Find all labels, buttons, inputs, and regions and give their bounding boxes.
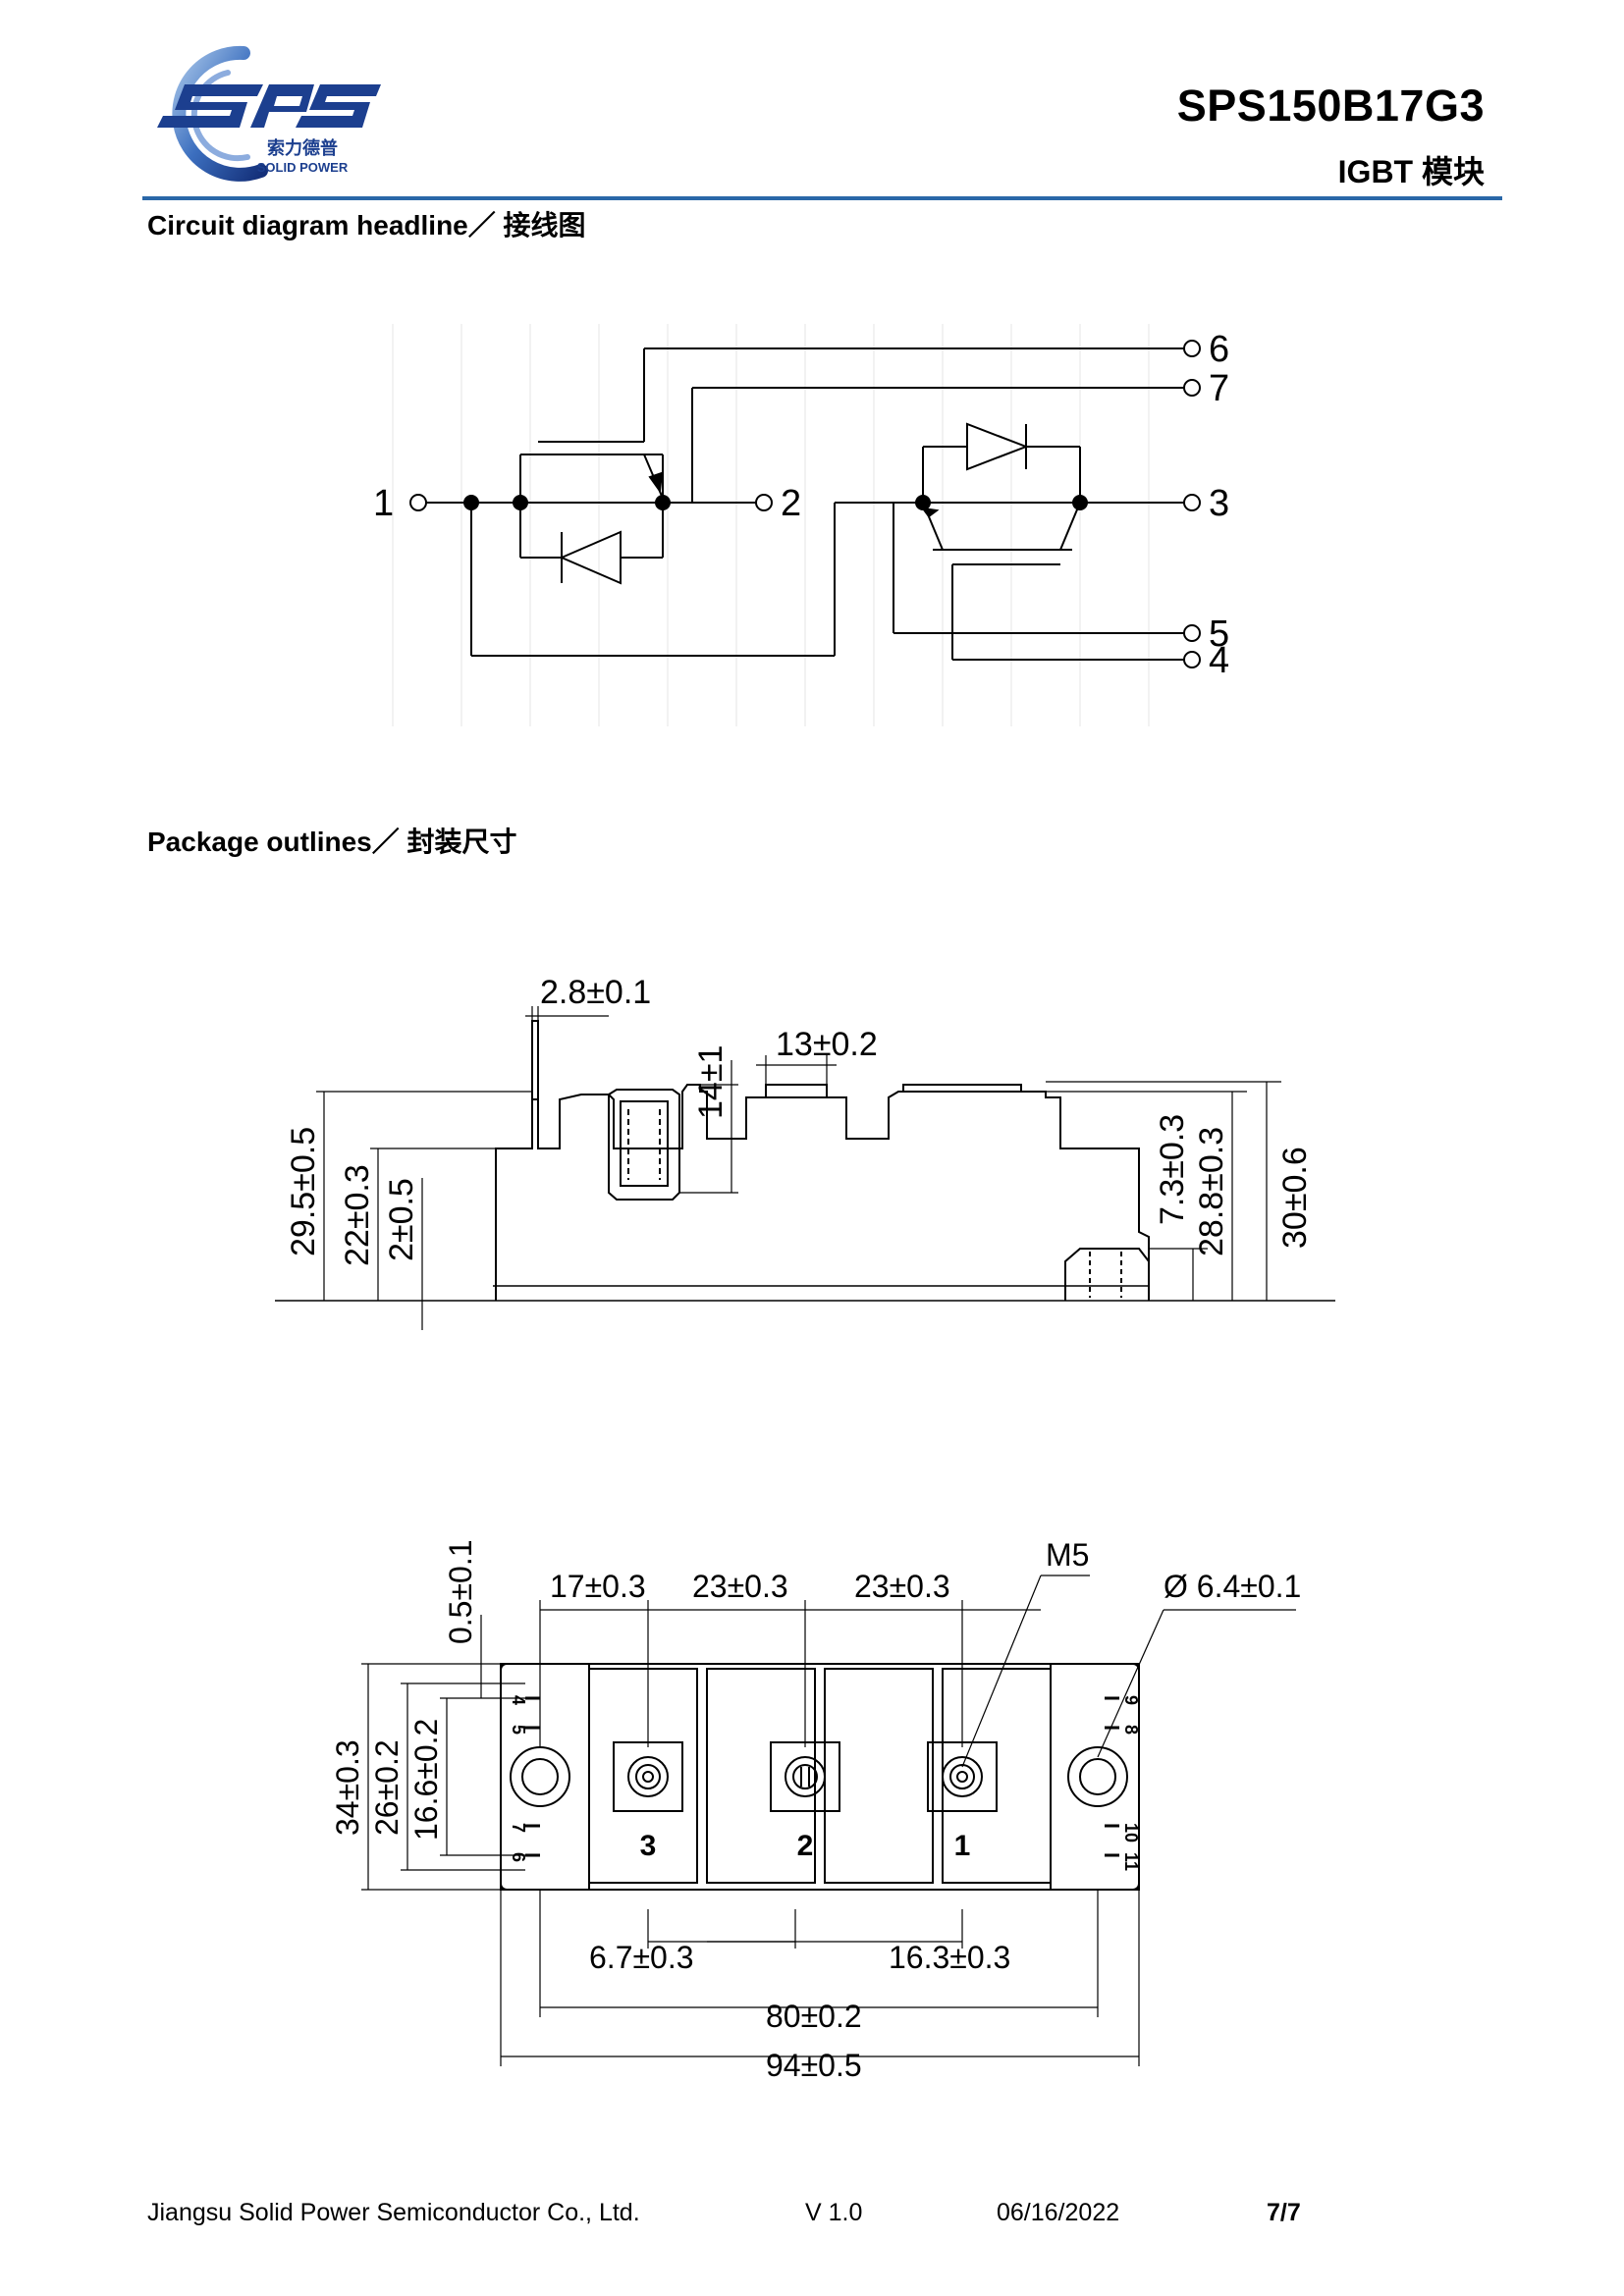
terminal-label-2: 2 (781, 483, 801, 524)
package-side-view: 2.8±0.1 14±1 13±0.2 29.5±0.5 22±0.3 2±0.… (275, 972, 1355, 1350)
dim-pitch-c: 23±0.3 (854, 1569, 950, 1604)
part-number: SPS150B17G3 (1176, 80, 1485, 131)
dim-thread: M5 (1046, 1537, 1089, 1573)
section-title-circuit: Circuit diagram headline／ 接线图 (147, 210, 586, 240)
dim-mount-offset: 7.3±0.3 (1154, 1114, 1191, 1225)
dim-overall-height: 30±0.6 (1276, 1147, 1314, 1249)
dim-height-to-top: 28.8±0.3 (1193, 1127, 1230, 1256)
dim-hole-diameter: Ø 6.4±0.1 (1164, 1569, 1301, 1604)
page-footer: Jiangsu Solid Power Semiconductor Co., L… (147, 2199, 1365, 2238)
dim-width: 34±0.3 (330, 1739, 365, 1836)
dim-pitch-b: 23±0.3 (692, 1569, 788, 1604)
terminal-label-4: 4 (1209, 640, 1229, 681)
footer-page-number: 7/7 (1267, 2199, 1301, 2226)
terminal-number-1: 1 (954, 1830, 971, 1862)
dim-pitch-a: 17±0.3 (550, 1569, 646, 1604)
logo-english: SOLID POWER (257, 160, 349, 175)
pin-label-6: 6 (509, 1852, 528, 1862)
dim-pin-pitch: 16.6±0.2 (408, 1719, 444, 1841)
part-type: IGBT 模块 (1337, 154, 1485, 189)
dim-pin-offset: 0.5±0.1 (443, 1539, 478, 1644)
dim-total-height: 29.5±0.5 (285, 1127, 322, 1256)
pin-label-10: 10 (1121, 1823, 1141, 1842)
company-logo: 索力德普 SOLID POWER (145, 39, 381, 187)
dim-nut-width: 13±0.2 (776, 1026, 878, 1063)
terminal-number-3: 3 (640, 1830, 657, 1862)
dim-pin-span: 26±0.2 (369, 1739, 405, 1836)
terminal-label-5: 5 (1209, 614, 1229, 655)
header-divider (142, 196, 1502, 200)
footer-company: Jiangsu Solid Power Semiconductor Co., L… (147, 2199, 640, 2226)
pin-label-7: 7 (509, 1823, 528, 1833)
pin-label-8: 8 (1121, 1725, 1141, 1735)
package-top-view: 3 2 1 4 5 7 6 9 8 10 11 0.5±0.1 17±0.3 2… (275, 1517, 1355, 2110)
terminal-label-1: 1 (373, 483, 394, 524)
logo-chinese: 索力德普 (267, 137, 338, 158)
pin-label-9: 9 (1121, 1695, 1141, 1705)
dim-body-height: 22±0.3 (339, 1164, 376, 1266)
circuit-diagram: 1 2 3 4 5 6 7 (373, 314, 1296, 751)
dim-length: 94±0.5 (766, 2048, 862, 2083)
section-title-package: Package outlines／ 封装尺寸 (147, 827, 517, 857)
dim-offset-left: 6.7±0.3 (589, 1940, 694, 1975)
footer-version: V 1.0 (805, 2199, 863, 2226)
pin-label-4: 4 (509, 1695, 528, 1705)
pin-label-11: 11 (1121, 1852, 1141, 1871)
terminal-label-3: 3 (1209, 483, 1229, 524)
terminal-label-7: 7 (1209, 368, 1229, 409)
dim-pin-width: 2.8±0.1 (540, 974, 651, 1011)
pin-label-5: 5 (509, 1725, 528, 1735)
dim-terminal-height: 14±1 (692, 1045, 730, 1119)
dim-base-plate: 2±0.5 (383, 1178, 420, 1261)
dim-mount-pitch: 80±0.2 (766, 1999, 862, 2034)
terminal-number-2: 2 (797, 1830, 814, 1862)
terminal-label-6: 6 (1209, 329, 1229, 370)
dim-offset-right: 16.3±0.3 (889, 1940, 1010, 1975)
footer-date: 06/16/2022 (997, 2199, 1120, 2226)
